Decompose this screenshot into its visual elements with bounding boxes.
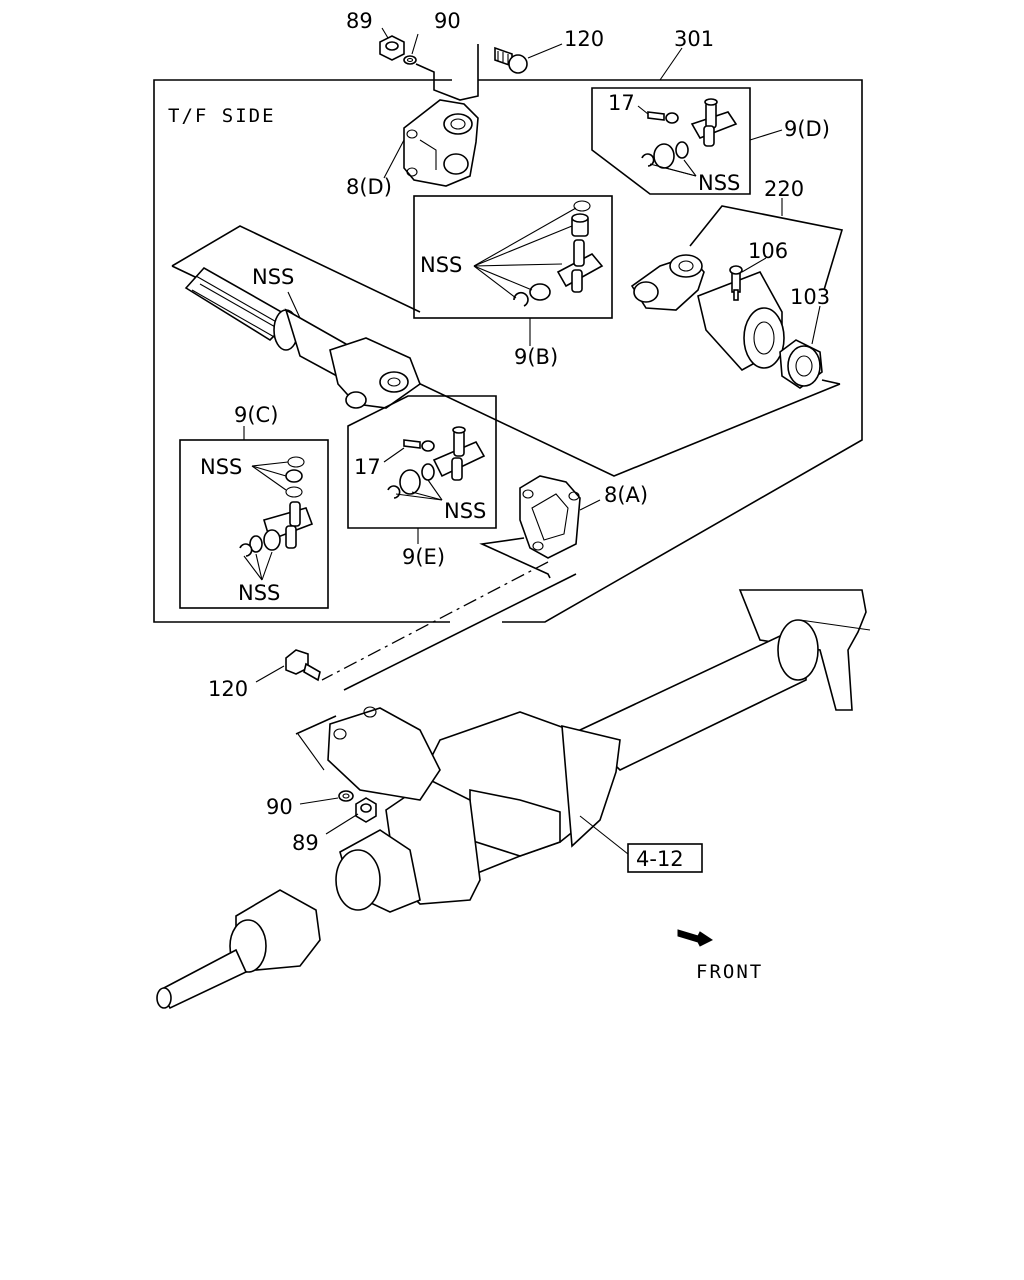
label-nss-9c-top: NSS [200,455,242,479]
label-220: 220 [764,177,804,201]
label-ref-box: 4-12 [636,847,684,871]
kit-box-9b [413,195,613,319]
propeller-shaft[interactable] [184,266,421,409]
reference-box[interactable] [627,843,703,873]
dust-cap-103[interactable] [779,339,823,389]
flange-yoke-8d[interactable] [403,99,479,187]
washer-90-top[interactable] [403,55,417,65]
snap-ring-9b-top[interactable] [573,200,591,212]
label-103: 103 [790,285,830,309]
slip-yoke-220[interactable] [630,254,785,372]
label-120-bottom: 120 [208,677,248,701]
label-9d: 9(D) [784,117,830,141]
snap-rings-9c[interactable] [285,456,305,498]
nut-89-bottom[interactable] [355,797,377,823]
label-nss-shaft: NSS [252,265,294,289]
label-17-mid: 17 [354,455,381,479]
label-9b: 9(B) [514,345,558,369]
label-8a: 8(A) [604,483,648,507]
label-nss-9c-bottom: NSS [238,581,280,605]
bearing-cap-9b-bottom[interactable] [513,283,551,307]
bearing-cap-9b-top[interactable] [571,213,589,237]
label-89-top: 89 [346,9,373,33]
label-301: 301 [674,27,714,51]
label-nss-9b: NSS [420,253,462,277]
nut-89-top[interactable] [379,35,405,61]
bolt-guide-line [415,44,479,101]
label-106: 106 [748,239,788,263]
label-90-top: 90 [434,9,461,33]
spider-9b[interactable] [556,239,604,293]
tf-side-frame-right [478,79,863,623]
label-120-top: 120 [564,27,604,51]
spider-9e[interactable] [432,426,486,481]
label-90-bottom: 90 [266,795,293,819]
washer-90-bottom[interactable] [338,790,354,802]
leader-301 [659,47,683,81]
front-arrow-icon [677,929,713,947]
flange-yoke-8a[interactable] [519,475,581,559]
bolt-120-bottom[interactable] [285,649,321,682]
label-nss-9d: NSS [698,171,740,195]
label-tf-side: T/F SIDE [168,105,276,127]
kit-box-9e [347,395,497,529]
bearing-caps-9c[interactable] [239,529,281,557]
grease-fitting-106[interactable] [729,265,743,301]
spider-9d[interactable] [690,98,738,147]
tf-side-frame [153,79,452,623]
label-9c: 9(C) [234,403,278,427]
label-8d: 8(D) [346,175,392,199]
label-89-bottom: 89 [292,831,319,855]
grease-fitting-17-top[interactable] [637,105,679,124]
bearing-caps-9d[interactable] [641,141,689,169]
grease-fitting-17-mid[interactable] [403,439,435,452]
label-17-top: 17 [608,91,635,115]
kit-box-9c [179,439,329,609]
bolt-120-top[interactable] [494,46,528,74]
label-9e: 9(E) [402,545,445,569]
kit-box-9d [591,87,751,195]
label-front: FRONT [696,961,763,983]
axle-housing [156,589,871,1010]
bearing-caps-9e[interactable] [387,463,435,499]
label-nss-9e: NSS [444,499,486,523]
